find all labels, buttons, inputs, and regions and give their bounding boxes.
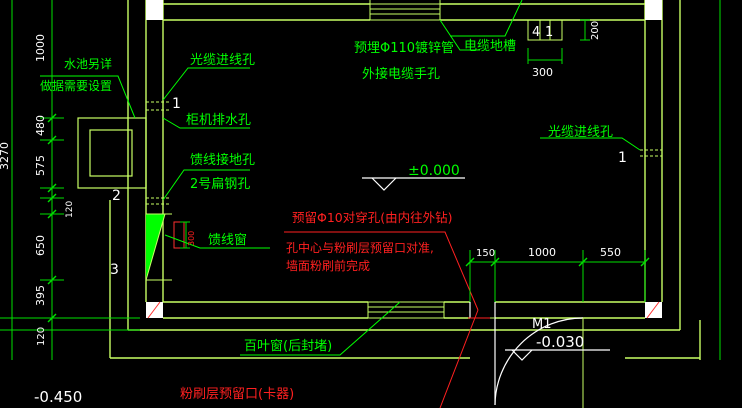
dim-window-300: 300 <box>187 231 196 246</box>
building-walls <box>109 0 701 360</box>
dim-120-mid: 120 <box>65 201 75 218</box>
label-cable-inlet-right: 光缆进线孔 <box>548 124 613 140</box>
dimension-texts: 1000 480 575 120 650 395 120 3270 200 30… <box>0 21 621 346</box>
label-water-tank-2: 做据需要设置 <box>40 78 112 93</box>
dim-1000-door: 1000 <box>528 246 556 259</box>
dim-575: 575 <box>34 155 47 176</box>
dim-1000-left: 1000 <box>34 34 47 62</box>
dim-300-top: 300 <box>532 66 553 79</box>
label-louver-window: 百叶窗(后封堵) <box>244 338 332 354</box>
red-leaders <box>284 231 490 408</box>
dimension-lines <box>0 0 721 360</box>
marker-1-right: 1 <box>618 150 627 166</box>
label-elevation-door: -0.030 <box>536 333 584 351</box>
dim-395: 395 <box>34 285 47 306</box>
water-tank-box <box>77 117 147 189</box>
label-plaster-opening: 粉刷层预留口(卡器) <box>180 387 294 402</box>
label-power-trench: 电缆地槽 <box>464 38 516 54</box>
door-m1 <box>469 302 584 406</box>
leader-lines <box>40 0 641 356</box>
marker-3: 3 <box>110 262 119 278</box>
door-leaf <box>470 317 584 408</box>
dim-200: 200 <box>590 21 601 40</box>
marker-4: 4 <box>532 25 540 40</box>
label-flat-steel: 2号扁钢孔 <box>190 177 250 192</box>
marker-2: 2 <box>112 188 121 204</box>
louver-window <box>367 301 445 319</box>
label-reserve-note-1: 孔中心与粉刷层预留口对准, <box>286 240 434 255</box>
dim-150: 150 <box>476 248 495 259</box>
label-reserve-hole: 预留Φ10对穿孔(由内往外钻) <box>292 210 453 225</box>
wall-holes <box>146 101 662 205</box>
text-labels: 水池另详 做据需要设置 光缆进线孔 柜机排水孔 馈线接地孔 2号扁钢孔 馈线窗 … <box>34 38 613 406</box>
label-water-tank-1: 水池另详 <box>64 56 112 71</box>
dim-650: 650 <box>34 235 47 256</box>
label-cabinet-drain: 柜机排水孔 <box>186 113 251 128</box>
label-door-tag: M1 <box>532 317 552 332</box>
dim-120-bottom: 120 <box>36 327 47 346</box>
label-ground-hole: 馈线接地孔 <box>190 152 255 168</box>
dim-total: 3270 <box>0 142 11 170</box>
hole-markers: 1 2 3 1 4 1 <box>110 25 627 278</box>
dim-550: 550 <box>600 246 621 259</box>
label-embedded-pipe-1: 预埋Φ110镀锌管 <box>354 40 454 56</box>
power-trench-box <box>527 19 563 41</box>
label-elevation-floor: ±0.000 <box>408 163 460 179</box>
label-embedded-pipe-2: 外接电缆手孔 <box>362 66 440 82</box>
dimension-ticks <box>47 113 650 323</box>
feeder-window-frame <box>145 213 185 281</box>
column-hatching <box>147 301 660 319</box>
label-elevation-outside: -0.450 <box>34 388 82 406</box>
dim-480: 480 <box>34 115 47 136</box>
top-window <box>369 0 441 21</box>
label-feeder-window: 馈线窗 <box>208 232 247 248</box>
marker-1-top: 1 <box>545 25 553 40</box>
floor-level-symbol <box>362 177 465 191</box>
door-level-symbol <box>505 349 610 361</box>
marker-1: 1 <box>172 96 181 112</box>
label-reserve-note-2: 墙面粉刷前完成 <box>286 258 370 273</box>
label-cable-inlet-left: 光缆进线孔 <box>190 52 255 68</box>
